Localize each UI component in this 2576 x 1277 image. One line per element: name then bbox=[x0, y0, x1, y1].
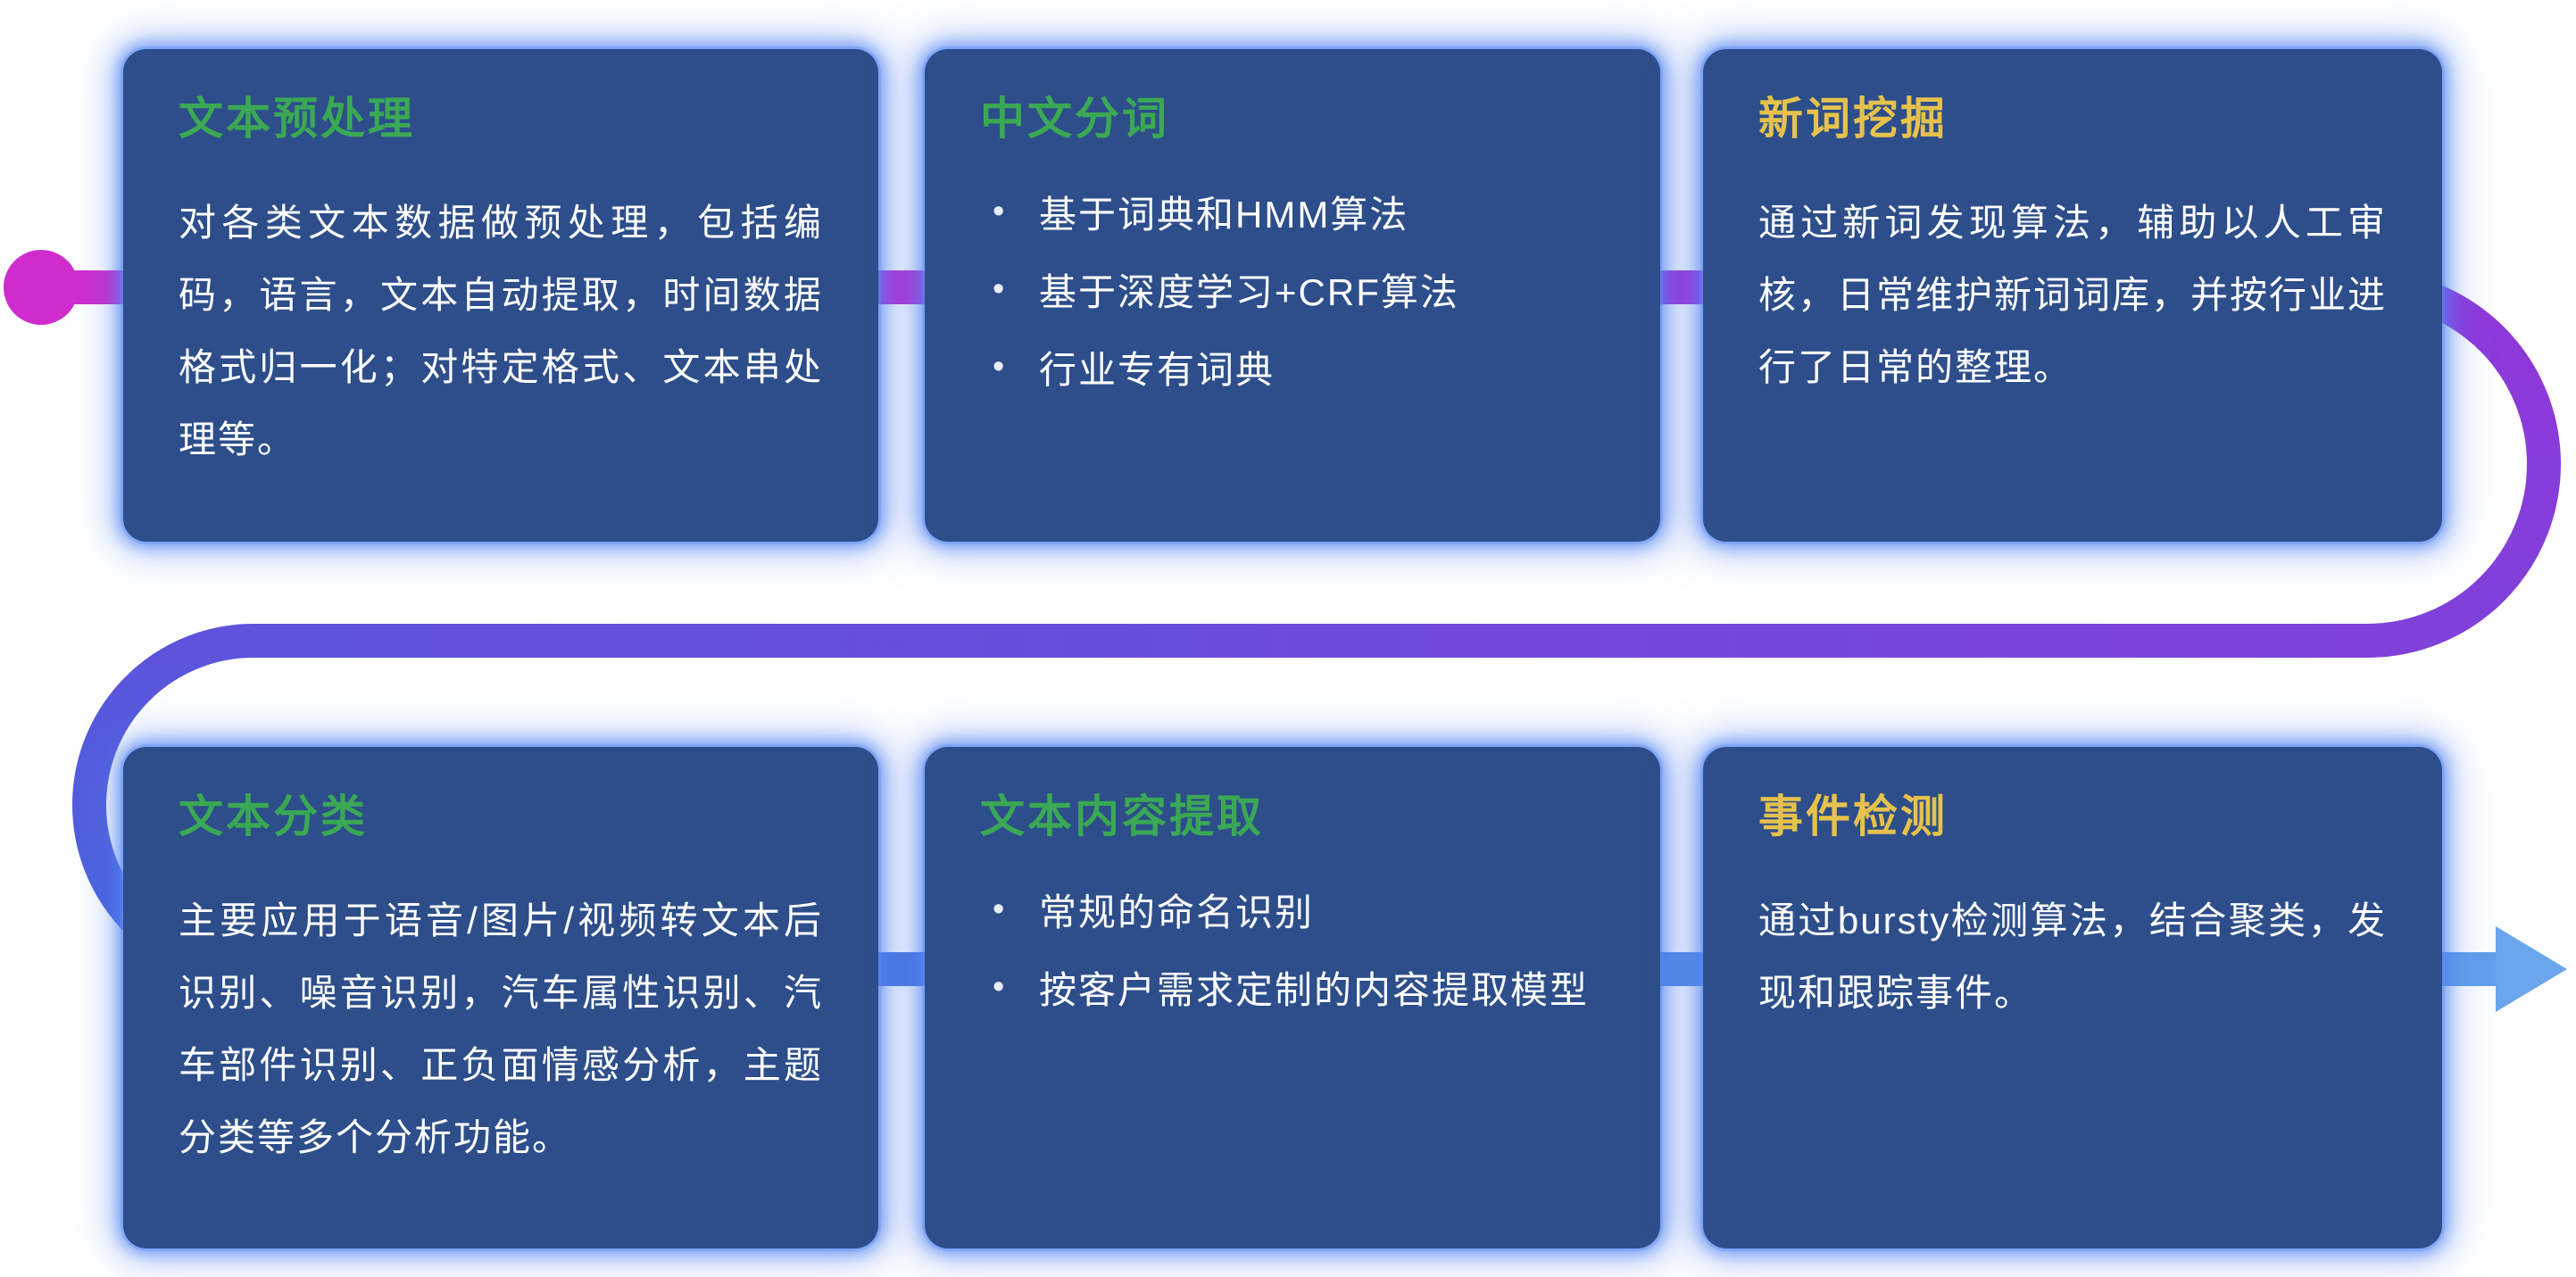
card-title: 事件检测 bbox=[1758, 792, 1948, 842]
bullet-item: 按客户需求定制的内容提取模型 bbox=[980, 962, 1605, 1018]
flow-arrow-icon bbox=[2496, 926, 2567, 1012]
card-body: 对各类文本数据做预处理，包括编码，语言，文本自动提取，时间数据格式归一化；对特定… bbox=[179, 201, 823, 460]
card-text-preprocessing: 文本预处理 对各类文本数据做预处理，包括编码，语言，文本自动提取，时间数据格式归… bbox=[123, 49, 878, 542]
bullet-item: 基于深度学习+CRF算法 bbox=[980, 264, 1605, 320]
bullet-item: 常规的命名识别 bbox=[980, 884, 1605, 941]
card-title: 文本内容提取 bbox=[980, 792, 1264, 842]
card-text-classification: 文本分类 主要应用于语音/图片/视频转文本后识别、噪音识别，汽车属性识别、汽车部… bbox=[123, 747, 878, 1248]
card-bullet-list: 常规的命名识别 按客户需求定制的内容提取模型 bbox=[980, 884, 1605, 1018]
flow-start-dot-icon bbox=[4, 250, 79, 325]
card-body: 通过bursty检测算法，结合聚类，发现和跟踪事件。 bbox=[1758, 899, 2387, 1014]
card-bullet-list: 基于词典和HMM算法 基于深度学习+CRF算法 行业专有词典 bbox=[980, 187, 1605, 398]
card-text-content-extraction: 文本内容提取 常规的命名识别 按客户需求定制的内容提取模型 bbox=[925, 747, 1660, 1248]
card-new-word-mining: 新词挖掘 通过新词发现算法，辅助以人工审核，日常维护新词词库，并按行业进行了日常… bbox=[1703, 49, 2442, 542]
bullet-item: 基于词典和HMM算法 bbox=[980, 187, 1605, 243]
card-chinese-word-segmentation: 中文分词 基于词典和HMM算法 基于深度学习+CRF算法 行业专有词典 bbox=[925, 49, 1660, 542]
card-title: 文本预处理 bbox=[179, 94, 415, 144]
bullet-item: 行业专有词典 bbox=[980, 342, 1605, 398]
card-title: 文本分类 bbox=[179, 792, 368, 842]
flow-right-uturn bbox=[2366, 270, 2561, 658]
card-title: 新词挖掘 bbox=[1758, 94, 1948, 144]
card-title: 中文分词 bbox=[980, 94, 1169, 144]
card-body: 主要应用于语音/图片/视频转文本后识别、噪音识别，汽车属性识别、汽车部件识别、正… bbox=[179, 899, 823, 1158]
card-event-detection: 事件检测 通过bursty检测算法，结合聚类，发现和跟踪事件。 bbox=[1703, 747, 2442, 1248]
card-body: 通过新词发现算法，辅助以人工审核，日常维护新词词库，并按行业进行了日常的整理。 bbox=[1758, 201, 2388, 388]
